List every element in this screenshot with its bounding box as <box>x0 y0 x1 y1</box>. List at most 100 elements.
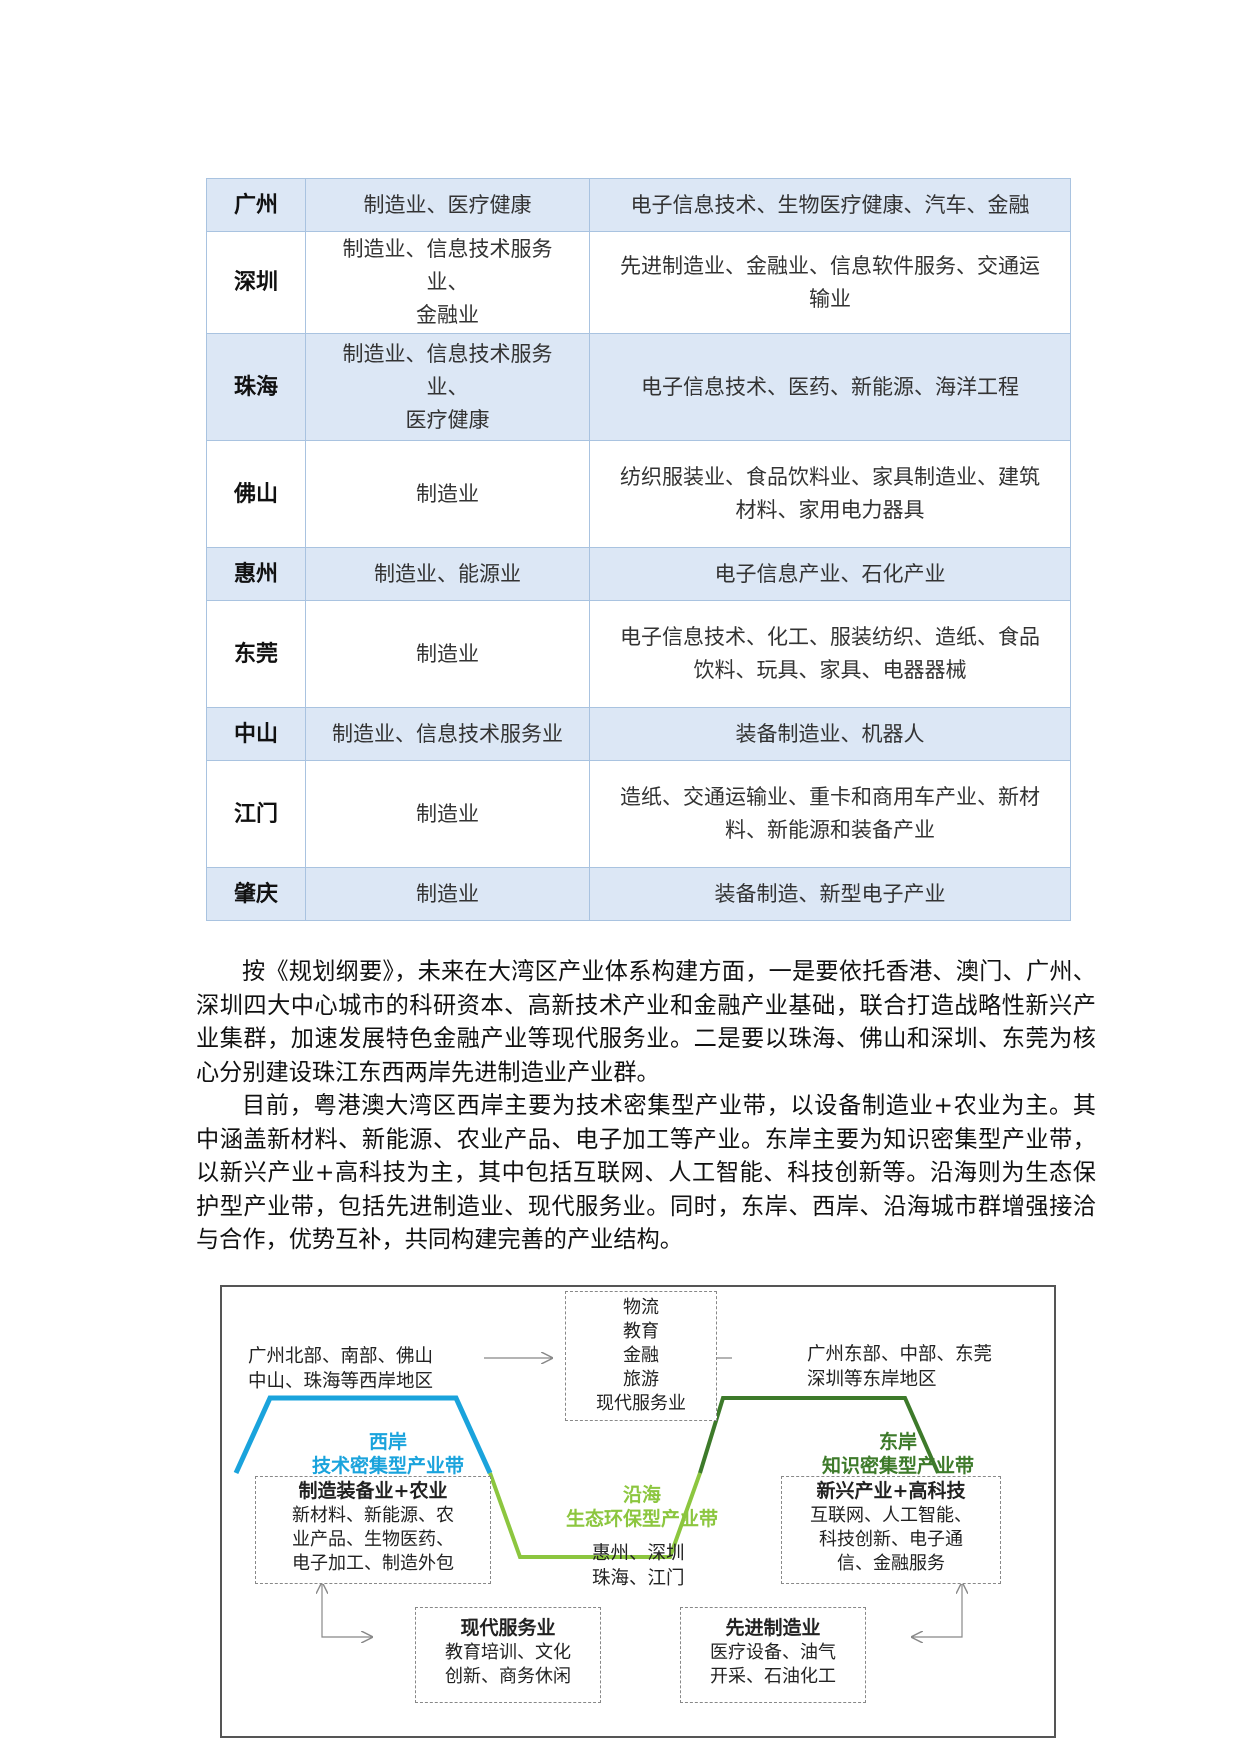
city-cell: 深圳 <box>206 231 306 334</box>
west-band-title: 西岸 技术密集型产业带 <box>272 1430 504 1478</box>
table-row: 肇庆 制造业 装备制造、新型电子产业 <box>206 867 1071 921</box>
table-body: 广州制造业、医疗健康电子信息技术、生物医疗健康、汽车、金融深圳制造业、信息技术服… <box>206 178 1071 921</box>
cell-line: 制造业、信息技术服务 <box>342 237 553 261</box>
main-industry-cell: 制造业 <box>305 867 590 921</box>
table-row: 惠州 制造业、能源业 电子信息产业、石化产业 <box>206 547 1071 601</box>
modern-services-head: 现代服务业 <box>460 1617 556 1639</box>
diagram-lines <box>233 1287 1058 1740</box>
east-industry-box: 新兴产业+高科技 互联网、人工智能、 科技创新、电子通 信、金融服务 <box>781 1476 1001 1584</box>
city-cell: 中山 <box>206 707 306 761</box>
cell-line: 先进制造业、金融业、信息软件服务、交通运 <box>620 253 1040 278</box>
industry-table: 广州制造业、医疗健康电子信息技术、生物医疗健康、汽车、金融深圳制造业、信息技术服… <box>206 178 1071 921</box>
east-region-line: 广州东部、中部、东莞 <box>807 1344 993 1365</box>
key-industry-cell: 纺织服装业、食品饮料业、家具制造业、建筑材料、家用电力器具 <box>589 440 1071 548</box>
cell-line: 制造业 <box>416 641 479 666</box>
west-industry-line: 电子加工、制造外包 <box>292 1553 454 1574</box>
advanced-manufacturing-head: 先进制造业 <box>725 1617 821 1639</box>
cell-line: 电子信息技术、生物医疗健康、汽车、金融 <box>630 192 1030 217</box>
east-industry-line: 互联网、人工智能、 <box>810 1505 972 1526</box>
west-industry-line: 业产品、生物医药、 <box>292 1529 454 1550</box>
cell-line: 电子信息产业、石化产业 <box>714 561 946 586</box>
east-band-type: 知识密集型产业带 <box>821 1455 974 1477</box>
city-cell: 江门 <box>206 760 306 868</box>
table-row: 广州 制造业、医疗健康 电子信息技术、生物医疗健康、汽车、金融 <box>206 178 1071 232</box>
cell-line: 制造业、信息技术服务业 <box>332 721 563 746</box>
east-region-line: 深圳等东岸地区 <box>807 1369 937 1390</box>
city-cell: 惠州 <box>206 547 306 601</box>
cell-line: 料、新能源和装备产业 <box>725 818 935 842</box>
key-industry-cell: 电子信息产业、石化产业 <box>589 547 1071 601</box>
cell-line: 业、 <box>426 270 469 294</box>
modern-services-line: 教育培训、文化 <box>445 1642 571 1663</box>
cell-line: 饮料、玩具、家具、电器器械 <box>693 658 967 682</box>
west-band-line <box>233 1395 493 1475</box>
key-industry-cell: 装备制造业、机器人 <box>589 707 1071 761</box>
city-cell: 广州 <box>206 178 306 232</box>
cell-line: 制造业、能源业 <box>374 561 521 586</box>
east-industry-head: 新兴产业+高科技 <box>816 1480 966 1502</box>
table-row: 中山 制造业、信息技术服务业 装备制造业、机器人 <box>206 707 1071 761</box>
cell-line: 制造业 <box>416 481 479 506</box>
cell-line: 制造业、医疗健康 <box>363 192 532 217</box>
services-item: 金融 <box>623 1345 659 1366</box>
cell-line: 业、 <box>426 374 469 399</box>
cell-line: 装备制造业、机器人 <box>735 721 925 746</box>
coast-band-name: 沿海 <box>622 1484 661 1506</box>
coast-band-type: 生态环保型产业带 <box>565 1508 718 1530</box>
main-industry-cell: 制造业、医疗健康 <box>305 178 590 232</box>
cell-line: 电子信息技术、医药、新能源、海洋工程 <box>641 374 1019 399</box>
coast-cities-line: 珠海、江门 <box>592 1568 685 1589</box>
west-region-label: 广州北部、南部、佛山 中山、珠海等西岸地区 <box>248 1344 433 1394</box>
key-industry-cell: 电子信息技术、化工、服装纺织、造纸、食品饮料、玩具、家具、电器器械 <box>589 600 1071 708</box>
industry-belt-diagram: 物流 教育 金融 旅游 现代服务业 广州北部、南部、佛山 中山、珠海等西岸地区 … <box>220 1285 1056 1738</box>
key-industry-cell: 电子信息技术、医药、新能源、海洋工程 <box>589 333 1071 441</box>
paragraph-current-status: 目前，粤港澳大湾区西岸主要为技术密集型产业带，以设备制造业+农业为主。其中涵盖新… <box>196 1092 1096 1254</box>
city-cell: 珠海 <box>206 333 306 441</box>
east-band-title: 东岸 知识密集型产业带 <box>810 1430 986 1478</box>
cell-line: 制造业 <box>416 881 479 906</box>
services-item: 现代服务业 <box>596 1393 686 1414</box>
modern-services-box: 现代服务业 教育培训、文化 创新、商务休闲 <box>415 1607 601 1703</box>
main-industry-cell: 制造业 <box>305 760 590 868</box>
coast-band-title: 沿海 生态环保型产业带 <box>528 1483 756 1531</box>
modern-services-line: 创新、商务休闲 <box>445 1666 571 1687</box>
key-industry-cell: 造纸、交通运输业、重卡和商用车产业、新材料、新能源和装备产业 <box>589 760 1071 868</box>
cell-line: 医疗健康 <box>405 407 490 432</box>
services-item: 教育 <box>623 1321 659 1342</box>
west-to-modern-connector <box>321 1587 372 1637</box>
services-box: 物流 教育 金融 旅游 现代服务业 <box>565 1291 717 1421</box>
west-industry-line: 新材料、新能源、农 <box>292 1505 454 1526</box>
east-industry-line: 科技创新、电子通 <box>819 1529 963 1550</box>
table-row: 珠海制造业、信息技术服务业、医疗健康电子信息技术、医药、新能源、海洋工程 <box>206 333 1071 441</box>
cell-line: 制造业 <box>416 801 479 826</box>
cell-line: 装备制造、新型电子产业 <box>714 881 946 906</box>
advanced-manufacturing-line: 开采、石油化工 <box>710 1666 836 1687</box>
cell-line: 纺织服装业、食品饮料业、家具制造业、建筑 <box>620 465 1040 489</box>
main-industry-cell: 制造业、信息技术服务业、医疗健康 <box>305 333 590 441</box>
main-industry-cell: 制造业 <box>305 600 590 708</box>
cell-line: 电子信息技术、化工、服装纺织、造纸、食品 <box>620 625 1040 649</box>
cell-line: 金融业 <box>416 303 479 327</box>
table-row: 江门 制造业 造纸、交通运输业、重卡和商用车产业、新材料、新能源和装备产业 <box>206 760 1071 868</box>
cell-line: 制造业、信息技术服务 <box>342 341 553 366</box>
city-cell: 佛山 <box>206 440 306 548</box>
key-industry-cell: 先进制造业、金融业、信息软件服务、交通运输业 <box>589 231 1071 334</box>
west-region-line: 广州北部、南部、佛山 <box>248 1346 434 1367</box>
key-industry-cell: 装备制造、新型电子产业 <box>589 867 1071 921</box>
east-band-line <box>698 1396 940 1474</box>
east-industry-line: 信、金融服务 <box>837 1553 945 1574</box>
advanced-manufacturing-line: 医疗设备、油气 <box>710 1642 836 1663</box>
key-industry-cell: 电子信息技术、生物医疗健康、汽车、金融 <box>589 178 1071 232</box>
west-band-type: 技术密集型产业带 <box>311 1455 464 1477</box>
west-region-line: 中山、珠海等西岸地区 <box>248 1371 434 1392</box>
west-industry-head: 制造装备业+农业 <box>298 1480 448 1502</box>
city-cell: 东莞 <box>206 600 306 708</box>
services-item: 物流 <box>623 1297 659 1318</box>
main-industry-cell: 制造业、能源业 <box>305 547 590 601</box>
table-row: 佛山 制造业 纺织服装业、食品饮料业、家具制造业、建筑材料、家用电力器具 <box>206 440 1071 548</box>
cell-line: 输业 <box>809 286 851 311</box>
cell-line: 材料、家用电力器具 <box>735 498 925 522</box>
city-cell: 肇庆 <box>206 867 306 921</box>
advanced-manufacturing-box: 先进制造业 医疗设备、油气 开采、石油化工 <box>680 1607 866 1703</box>
west-industry-box: 制造装备业+农业 新材料、新能源、农 业产品、生物医药、 电子加工、制造外包 <box>255 1476 491 1584</box>
